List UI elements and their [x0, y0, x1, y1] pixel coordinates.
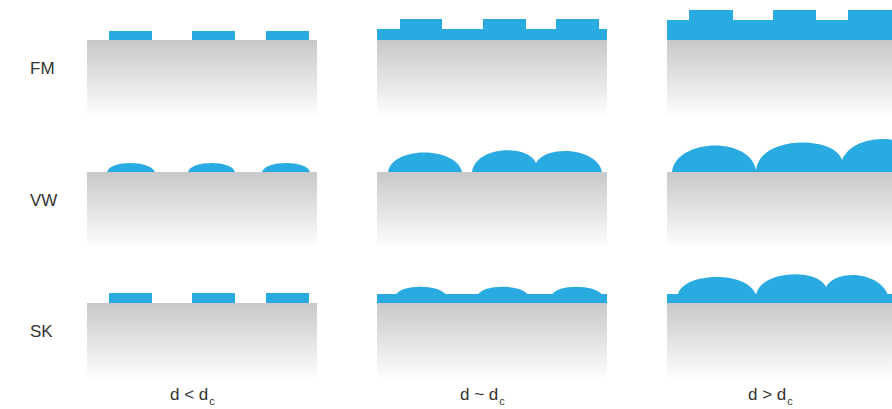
row-label: VW	[30, 192, 57, 209]
film	[107, 10, 892, 303]
subscript: c	[209, 396, 215, 407]
column-label: d > d	[748, 386, 786, 403]
subscript: c	[499, 396, 505, 407]
subscript: c	[787, 396, 793, 407]
row-label: FM	[30, 60, 55, 77]
column-label: d ~ d	[460, 386, 498, 403]
substrates	[87, 40, 892, 380]
column-label: d < d	[170, 386, 208, 403]
row-label: SK	[30, 323, 53, 340]
